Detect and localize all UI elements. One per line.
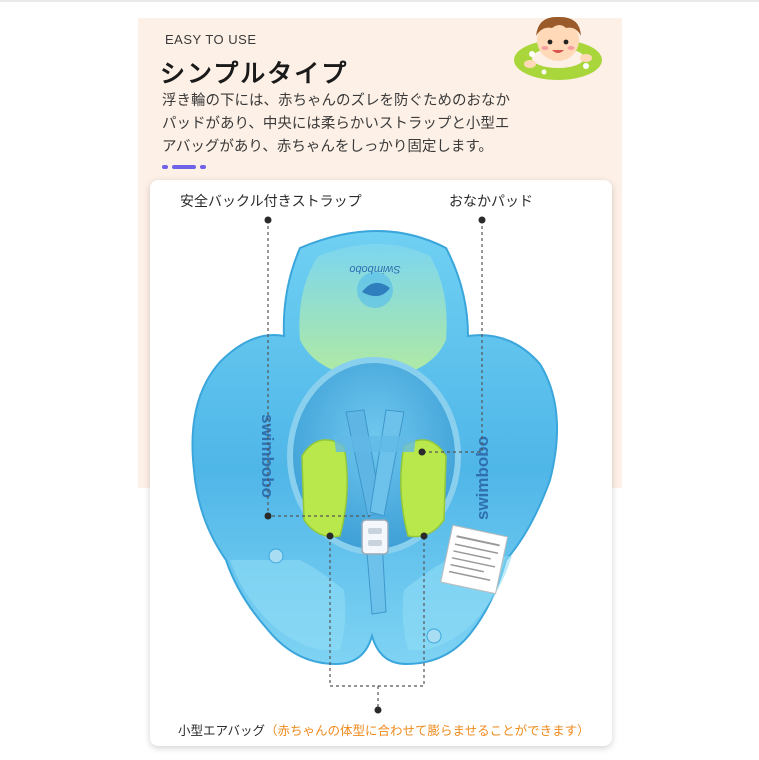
callout-dots	[264, 216, 486, 714]
child-mascot-icon	[514, 16, 602, 80]
strap-callout-label: 安全バックル付きストラップ	[180, 194, 362, 210]
strap	[334, 436, 416, 452]
accent-divider	[162, 163, 222, 171]
belly-pad-callout-label: おなかパッド	[449, 194, 533, 210]
brand-logo-emblem	[357, 272, 393, 308]
warning-label	[440, 524, 509, 595]
float-left-lobe	[230, 560, 346, 651]
airbag-note-text: （赤ちゃんの体型に合わせて膨らませることができます）	[265, 723, 590, 738]
airbag-callout-label: 小型エアバッグ（赤ちゃんの体型に合わせて膨らませることができます）	[178, 720, 590, 739]
description-line: アバッグがあり、赤ちゃんをしっかり固定します。	[162, 139, 493, 155]
belly-pad	[400, 439, 447, 538]
float-top-panel	[299, 244, 447, 378]
airbag-label-text: 小型エアバッグ	[178, 723, 266, 738]
section-headline: シンプルタイプ	[160, 59, 349, 88]
air-valve	[268, 548, 284, 564]
air-valve	[426, 628, 442, 644]
description-line: パッドがあり、中央には柔らかいストラップと小型エ	[162, 116, 510, 132]
eyebrow-text: EASY TO USE	[165, 32, 257, 47]
brand-text-right: swimbobo	[473, 436, 492, 520]
safety-buckle	[361, 519, 389, 555]
description-line: 浮き輪の下には、赤ちゃんのズレを防ぐためのおなか	[162, 93, 510, 109]
belly-pad	[301, 439, 348, 538]
description: 浮き輪の下には、赤ちゃんのズレを防ぐためのおなか パッドがあり、中央には柔らかい…	[162, 90, 562, 159]
brand-logo-top: Swimbobo	[349, 263, 400, 275]
top-divider	[0, 0, 759, 2]
